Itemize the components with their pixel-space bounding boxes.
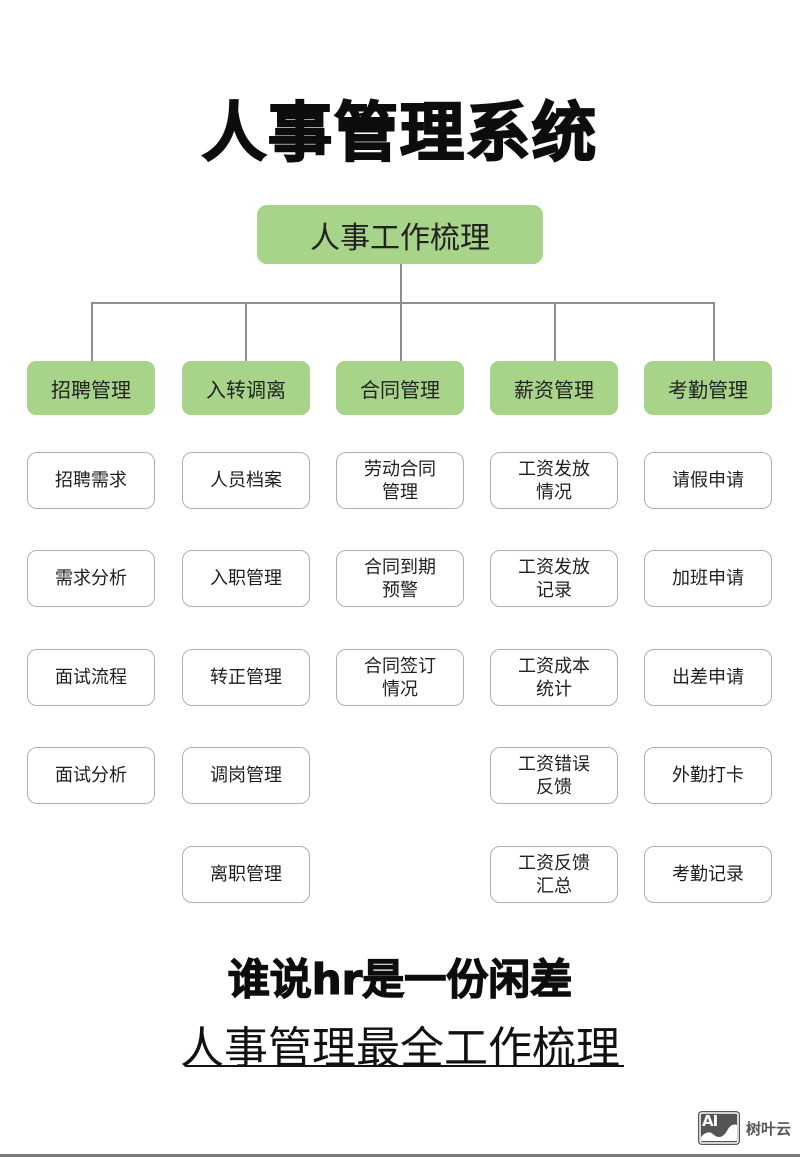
category-recruitment: 招聘管理 — [27, 361, 155, 415]
item-node: 出差申请 — [644, 649, 772, 706]
item-node: 合同到期 预警 — [336, 550, 464, 607]
category-contract: 合同管理 — [336, 361, 464, 415]
item-node: 工资发放 情况 — [490, 452, 618, 509]
slogan-underline — [185, 1065, 624, 1067]
category-label: 招聘管理 — [51, 377, 131, 402]
category-payroll: 薪资管理 — [490, 361, 618, 415]
category-label: 入转调离 — [206, 377, 286, 402]
ai-image-logo-icon: AI — [698, 1111, 740, 1145]
connector-cat-1 — [245, 302, 247, 361]
item-node: 人员档案 — [182, 452, 310, 509]
connector-cat-2 — [400, 302, 402, 361]
watermark-brand: 树叶云 — [746, 1120, 792, 1138]
connector-cat-0 — [91, 302, 93, 361]
category-label: 薪资管理 — [514, 377, 594, 402]
connector-cat-3 — [554, 302, 556, 361]
item-node: 入职管理 — [182, 550, 310, 607]
logo-icon-text: AI — [702, 1112, 718, 1130]
item-node: 工资发放 记录 — [490, 550, 618, 607]
item-node: 外勤打卡 — [644, 747, 772, 804]
item-node: 合同签订 情况 — [336, 649, 464, 706]
connector-cat-4 — [713, 302, 715, 361]
item-node: 工资成本 统计 — [490, 649, 618, 706]
item-node: 加班申请 — [644, 550, 772, 607]
item-node: 需求分析 — [27, 550, 155, 607]
item-node: 招聘需求 — [27, 452, 155, 509]
connector-root-down — [400, 264, 402, 303]
mountain-wave-icon — [699, 1112, 739, 1144]
page-title: 人事管理系统 — [201, 96, 598, 172]
root-node-label: 人事工作梳理 — [310, 220, 490, 256]
category-label: 合同管理 — [360, 377, 440, 402]
category-label: 考勤管理 — [668, 377, 748, 402]
item-node: 转正管理 — [182, 649, 310, 706]
item-node: 离职管理 — [182, 846, 310, 903]
category-onboarding-transfer: 入转调离 — [182, 361, 310, 415]
item-node: 考勤记录 — [644, 846, 772, 903]
item-node: 调岗管理 — [182, 747, 310, 804]
item-node: 工资错误 反馈 — [490, 747, 618, 804]
item-node: 请假申请 — [644, 452, 772, 509]
item-node: 面试分析 — [27, 747, 155, 804]
item-node: 工资反馈 汇总 — [490, 846, 618, 903]
item-node: 劳动合同 管理 — [336, 452, 464, 509]
item-node: 面试流程 — [27, 649, 155, 706]
root-node: 人事工作梳理 — [257, 205, 543, 264]
category-attendance: 考勤管理 — [644, 361, 772, 415]
slogan-line-1: 谁说hr是一份闲差 — [227, 954, 573, 1004]
bottom-divider — [0, 1154, 800, 1157]
connector-horizontal — [91, 302, 715, 304]
